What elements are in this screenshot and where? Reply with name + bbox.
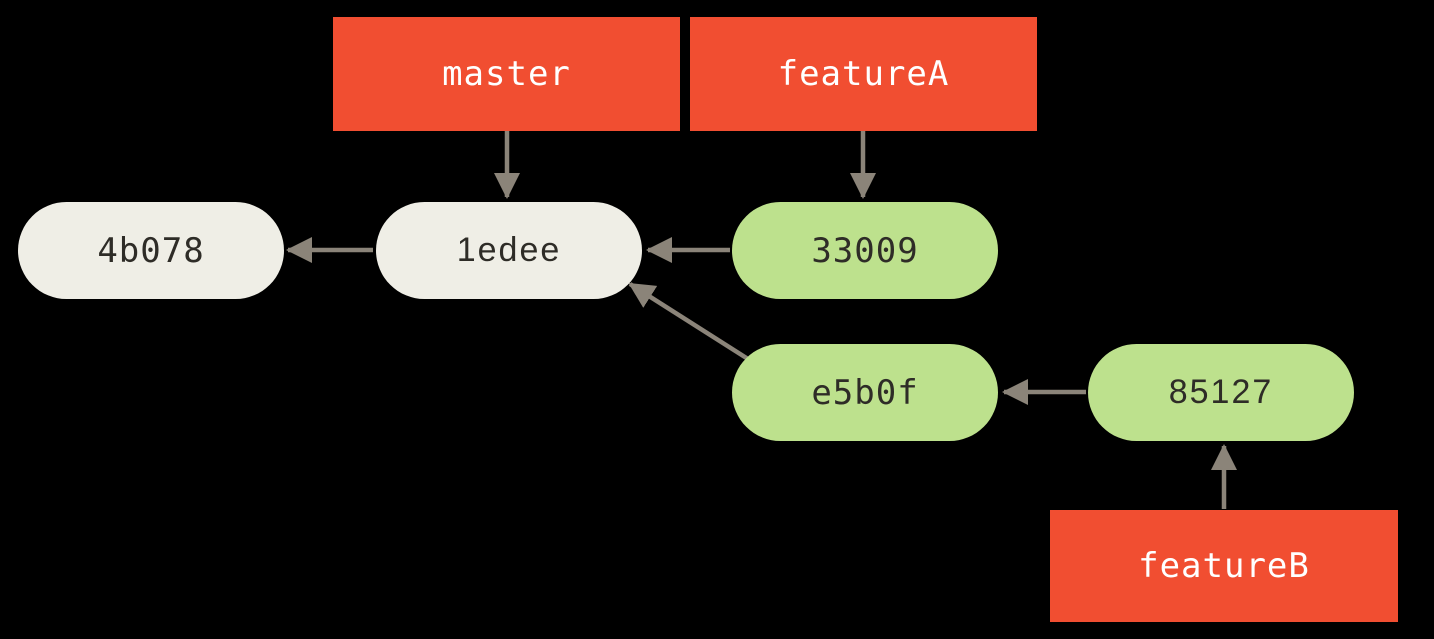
commit-node-33009: 33009	[732, 202, 998, 299]
branch-box-master: master	[333, 17, 680, 131]
edge-e5b0f-to-1edee	[628, 282, 750, 361]
commit-label-e5b0f: e5b0f	[811, 372, 919, 413]
commit-label-33009: 33009	[811, 230, 919, 271]
branch-box-featureA: featureA	[690, 17, 1037, 131]
branch-box-featureB: featureB	[1050, 510, 1398, 622]
commit-node-e5b0f: e5b0f	[732, 344, 998, 441]
commit-label-85127: 85127	[1168, 373, 1274, 411]
commit-label-4b078: 4b078	[97, 230, 205, 271]
commit-node-1edee: 1edee	[376, 202, 642, 299]
commit-node-85127: 85127	[1088, 344, 1354, 441]
commit-label-1edee: 1edee	[456, 231, 562, 269]
branch-label-featureB: featureB	[1138, 546, 1310, 586]
commit-node-4b078: 4b078	[18, 202, 284, 299]
branch-label-master: master	[442, 54, 571, 94]
branch-label-featureA: featureA	[777, 54, 950, 94]
